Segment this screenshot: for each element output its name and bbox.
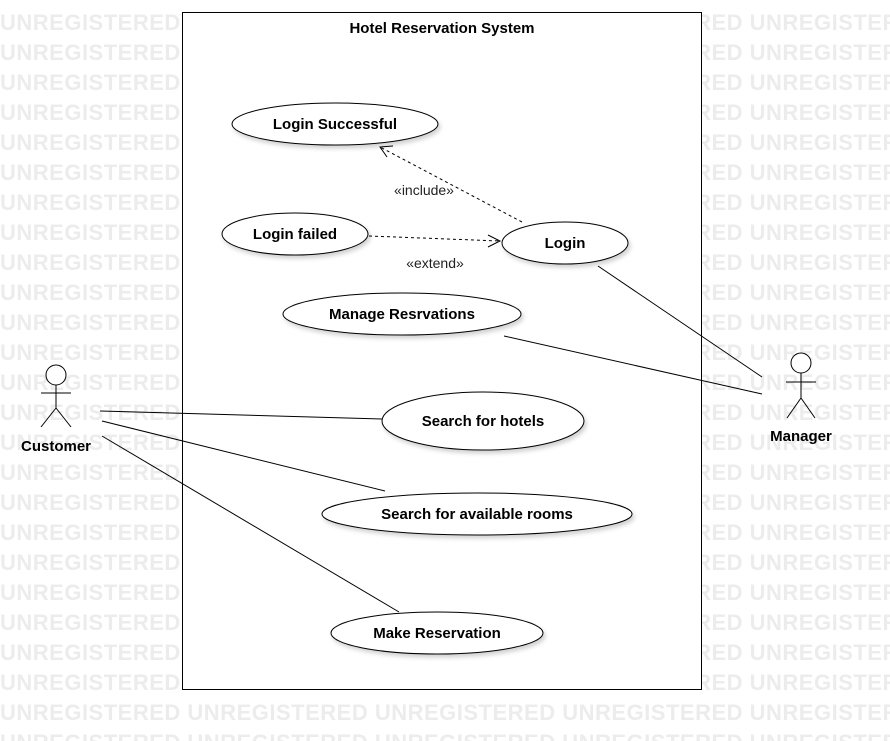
- use-case-login-successful: Login Successful: [231, 102, 439, 146]
- extend-dependency: [368, 234, 502, 248]
- system-title: Hotel Reservation System: [349, 20, 535, 37]
- association-customer-search-hotels: [99, 410, 383, 420]
- association-customer-search-rooms: [101, 420, 386, 492]
- use-case-label: Search for hotels: [422, 413, 545, 430]
- actor-customer-label: Customer: [21, 438, 91, 455]
- use-case-login-failed: Login failed: [221, 212, 369, 256]
- use-case-login: Login: [501, 221, 629, 265]
- use-case-search-rooms: Search for available rooms: [321, 492, 633, 536]
- actor-manager: [786, 352, 816, 419]
- use-case-label: Login Successful: [273, 116, 397, 133]
- actor-manager-label: Manager: [770, 428, 832, 445]
- include-dependency: [379, 145, 523, 223]
- actor-customer: [40, 364, 72, 428]
- actor-head-icon: [45, 364, 67, 386]
- actor-head-icon: [790, 352, 812, 374]
- use-case-label: Search for available rooms: [381, 506, 573, 523]
- use-case-label: Login: [545, 235, 586, 252]
- association-customer-make-reservation: [101, 435, 400, 613]
- use-case-label: Login failed: [253, 226, 337, 243]
- extend-label: «extend»: [406, 255, 464, 271]
- watermark-row: UNREGISTERED UNREGISTERED UNREGISTERED U…: [0, 700, 890, 725]
- include-label: «include»: [394, 182, 454, 198]
- association-manager-login: [597, 265, 763, 378]
- use-case-label: Make Reservation: [373, 625, 501, 642]
- use-case-manage-reservations: Manage Resrvations: [282, 292, 522, 336]
- use-case-make-reservation: Make Reservation: [330, 611, 544, 655]
- use-case-search-hotels: Search for hotels: [381, 391, 585, 451]
- association-manager-manage-reservations: [503, 335, 763, 395]
- watermark-row: UNREGISTERED UNREGISTERED UNREGISTERED U…: [0, 728, 890, 741]
- use-case-label: Manage Resrvations: [329, 306, 475, 323]
